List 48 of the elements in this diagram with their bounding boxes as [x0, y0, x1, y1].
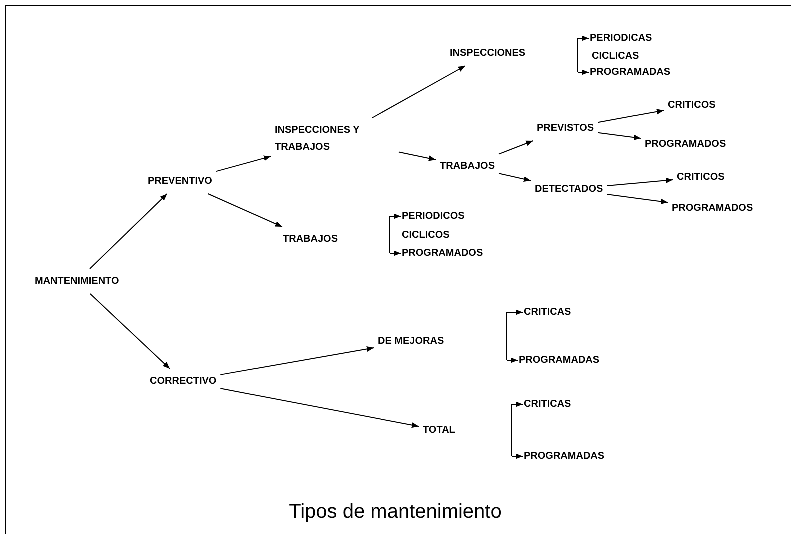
arrow	[220, 346, 374, 376]
node-label: PROGRAMADOS	[645, 136, 726, 153]
node-label: PROGRAMADAS	[524, 448, 605, 465]
arrow	[598, 132, 642, 140]
arrow	[512, 454, 524, 460]
node-label: CORRECTIVO	[150, 373, 217, 390]
node-label: CRITICAS	[524, 396, 572, 413]
arrow	[498, 173, 532, 182]
node-label: DETECTADOS	[535, 181, 604, 198]
node-label: TRABAJOS	[283, 231, 338, 248]
arrow	[90, 194, 168, 270]
arrow	[498, 140, 534, 155]
arrow	[372, 66, 466, 118]
node-label: PROGRAMADOS	[402, 245, 484, 262]
arrow	[220, 388, 420, 428]
node-label: INSPECCIONES	[450, 45, 526, 62]
node-label: CRITICAS	[524, 304, 572, 321]
arrow	[512, 402, 524, 408]
node-label: CRITICOS	[668, 97, 716, 114]
node-label: CICLICOS	[402, 227, 450, 244]
node-label: PROGRAMADAS	[519, 352, 600, 369]
caption: Tipos de mantenimiento	[288, 500, 503, 525]
arrow	[90, 294, 171, 370]
node-label: PERIODICOS	[402, 208, 465, 225]
node-label: CICLICAS	[592, 48, 640, 65]
node-label: DE MEJORAS	[378, 333, 444, 350]
arrow	[506, 358, 518, 364]
arrow	[506, 310, 524, 316]
node-label: INSPECCIONES Y TRABAJOS	[275, 122, 395, 156]
node-label: TOTAL	[423, 422, 456, 439]
arrow	[606, 178, 674, 187]
node-label: PREVISTOS	[537, 120, 594, 137]
arrow	[390, 250, 402, 256]
node-label: PROGRAMADOS	[672, 200, 754, 217]
node-label: PREVENTIVO	[148, 173, 212, 190]
node-label: TRABAJOS	[440, 158, 496, 175]
arrow	[598, 109, 664, 124]
arrow	[390, 214, 402, 220]
arrow	[208, 194, 283, 228]
arrow	[578, 70, 590, 76]
node-label: CRITICOS	[677, 169, 725, 186]
arrow	[606, 194, 668, 204]
arrow	[398, 152, 436, 162]
node-label: MANTENIMIENTO	[35, 273, 120, 290]
node-label: PERIODICAS	[590, 30, 652, 47]
arrow	[578, 36, 590, 42]
node-label: PROGRAMADAS	[590, 64, 671, 81]
arrow	[216, 156, 272, 172]
